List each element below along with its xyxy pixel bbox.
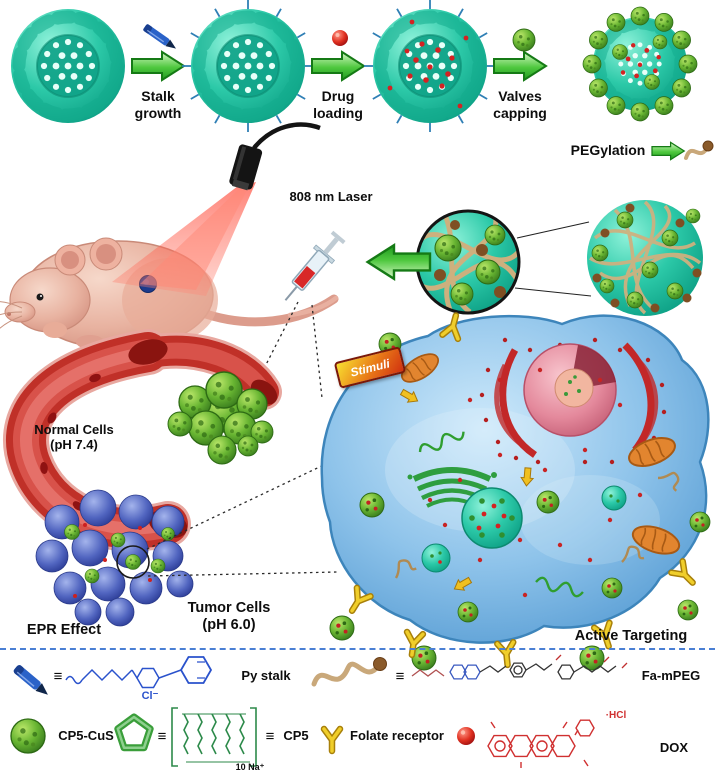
legend-cp5-structure [171, 707, 257, 767]
laser-device [229, 122, 321, 191]
arrow-drug-loading [311, 51, 365, 81]
active-targeting-label: Active Targeting [574, 628, 688, 644]
equiv-symbol: ≡ [265, 728, 275, 745]
endoplasmic-reticulum [494, 342, 659, 458]
equiv-symbol: ≡ [395, 668, 405, 685]
syringe [284, 230, 346, 301]
equiv-symbol: ≡ [53, 668, 63, 685]
laser-beam [112, 182, 256, 296]
nanoparticle-extracellular [689, 511, 711, 533]
nanoparticle-in-cell [359, 492, 385, 518]
arrow-stalk-growth [131, 51, 185, 81]
chloride-label: Cl⁻ [141, 690, 159, 702]
legend-dox-icon [457, 727, 475, 745]
fa-mpeg-strand-icon [684, 140, 714, 160]
nanoparticle-in-cell [536, 490, 560, 514]
legend-divider [0, 648, 715, 650]
nanoparticle-drug-loaded [363, 0, 497, 133]
py-stalk-pen-icon [143, 24, 177, 49]
vesicle-teal [601, 485, 627, 511]
nanoparticle-mesoporous [11, 9, 125, 123]
stalk-growth-label: Stalk growth [134, 88, 182, 121]
legend-pen-icon [13, 665, 48, 695]
zoom-dotted-lines [146, 461, 339, 577]
legend-fa-mpeg-structure [411, 654, 628, 680]
pegylated-nanoparticle [587, 200, 703, 316]
cap-cp5cus-icon [512, 28, 536, 52]
py-stalk-label: Py stalk [241, 668, 291, 683]
peg-strand [657, 471, 680, 492]
cp5-label: CP5 [283, 728, 309, 743]
sodium-count-label: 10 Na⁺ [235, 762, 265, 772]
legend-cp5-cus-icon [10, 718, 46, 754]
laser-label: 808 nm Laser [289, 189, 373, 204]
legend-py-stalk-structure [65, 656, 213, 689]
normal-cells-label: Normal Cells (pH 7.4) [34, 422, 114, 453]
fa-mpeg-label: Fa-mPEG [641, 668, 701, 683]
dna-helix [535, 576, 584, 598]
arrow-valves-capping [493, 51, 547, 81]
legend-folate-receptor-icon [324, 729, 340, 751]
pegylation-label: PEGylation [570, 142, 646, 158]
legend-dox-structure [487, 719, 595, 768]
released-drug-dots [427, 367, 643, 598]
cp5-cus-label: CP5-CuS [58, 728, 114, 743]
legend-cp5-ring-icon [114, 713, 154, 752]
nucleus [523, 343, 617, 437]
drug-loading-label: Drug loading [313, 88, 363, 121]
epr-effect-label: EPR Effect [26, 622, 102, 638]
valves-capping-label: Valves capping [493, 88, 547, 121]
pegylation-arrow [651, 141, 685, 161]
cancer-cell [320, 314, 710, 644]
blood-vessel [3, 329, 282, 552]
magnifier-leader-lines [514, 221, 592, 297]
tumor-cell-cluster-blue [35, 489, 194, 627]
nanoparticle-extracellular [329, 615, 355, 641]
nanoparticle-capped [582, 6, 698, 122]
hcl-label: ·HCl [605, 710, 627, 721]
tumor-cells-label: Tumor Cells (pH 6.0) [187, 600, 271, 634]
endosome [461, 487, 523, 549]
equiv-symbol: ≡ [157, 728, 167, 745]
zoom-indicator-circle [116, 545, 150, 579]
dna-helix [418, 431, 465, 453]
folate-receptor-icon [497, 642, 515, 666]
nanoparticle-in-cell [601, 577, 623, 599]
peg-strand [621, 545, 645, 563]
magnifier-view [415, 209, 521, 315]
legend-fa-mpeg-icon [311, 657, 387, 687]
endosome-small [421, 543, 451, 573]
dox-label: DOX [659, 740, 689, 755]
nanoparticle-extracellular [677, 599, 699, 621]
drug-dox-icon [332, 30, 348, 46]
nanoparticle-in-cell [457, 601, 479, 623]
folate-receptor-label: Folate receptor [350, 728, 444, 743]
nanoparticle-stalks [181, 0, 315, 133]
peg-strand [394, 559, 417, 579]
